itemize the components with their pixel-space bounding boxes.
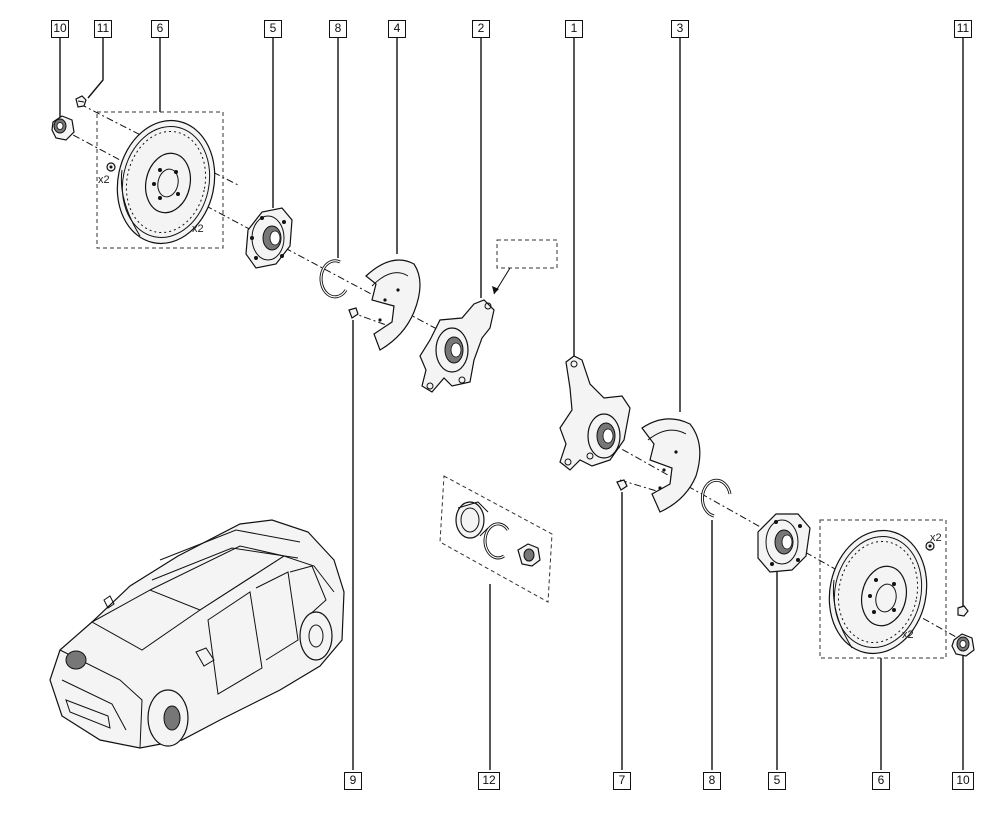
callout-7-bottom[interactable]: 7 <box>613 772 631 790</box>
callout-5-bottom[interactable]: 5 <box>768 772 786 790</box>
vehicle-illustration <box>49 519 345 749</box>
brake-disc-right[interactable] <box>818 521 938 662</box>
steering-knuckle-left[interactable] <box>419 299 495 393</box>
disc-screw-left[interactable] <box>75 95 87 108</box>
callout-1-top[interactable]: 1 <box>565 20 583 38</box>
callout-8-bottom[interactable]: 8 <box>703 772 721 790</box>
left-disc-qty-label: x2 <box>192 223 204 235</box>
callout-6-top[interactable]: 6 <box>151 20 169 38</box>
right-bolt-qty-label: x2 <box>930 532 942 544</box>
brake-shield-right[interactable] <box>641 418 701 513</box>
callout-3-top[interactable]: 3 <box>671 20 689 38</box>
wheel-hub-left[interactable] <box>245 207 293 269</box>
right-disc-qty-label: x2 <box>902 629 914 641</box>
callout-6-bottom[interactable]: 6 <box>872 772 890 790</box>
leader-lines <box>59 38 964 770</box>
brake-disc-group-left <box>96 111 224 249</box>
callout-2-top[interactable]: 2 <box>472 20 490 38</box>
circlip-left[interactable] <box>319 259 348 299</box>
brake-disc-left[interactable] <box>106 111 226 252</box>
callout-5-top[interactable]: 5 <box>264 20 282 38</box>
wheel-hub-right[interactable] <box>757 513 811 573</box>
left-bolt-qty-label: x2 <box>98 174 110 186</box>
callout-8-top[interactable]: 8 <box>329 20 347 38</box>
callout-11-top-right[interactable]: 11 <box>954 20 972 38</box>
disc-screw-right[interactable] <box>957 605 969 617</box>
callout-11-top-left[interactable]: 11 <box>94 20 112 38</box>
reference-box <box>496 239 558 269</box>
circlip-right[interactable] <box>700 478 732 518</box>
hub-nut-right[interactable] <box>951 633 975 657</box>
callout-12-bottom[interactable]: 12 <box>478 772 500 790</box>
bearing-kit[interactable] <box>455 501 541 567</box>
brake-shield-left[interactable] <box>365 259 421 351</box>
shield-screw-left[interactable] <box>348 307 359 319</box>
callout-10-top[interactable]: 10 <box>51 20 69 38</box>
callout-4-top[interactable]: 4 <box>388 20 406 38</box>
bearing-kit-box <box>439 475 553 603</box>
shield-screw-right[interactable] <box>616 479 628 491</box>
disc-bolt-right[interactable] <box>925 541 935 551</box>
steering-knuckle-right[interactable] <box>559 355 631 471</box>
callout-10-bottom[interactable]: 10 <box>952 772 974 790</box>
disc-bolt-left[interactable] <box>106 162 116 172</box>
brake-disc-group-right <box>819 519 947 659</box>
callout-9-bottom[interactable]: 9 <box>344 772 362 790</box>
hub-nut-left[interactable] <box>51 115 75 141</box>
